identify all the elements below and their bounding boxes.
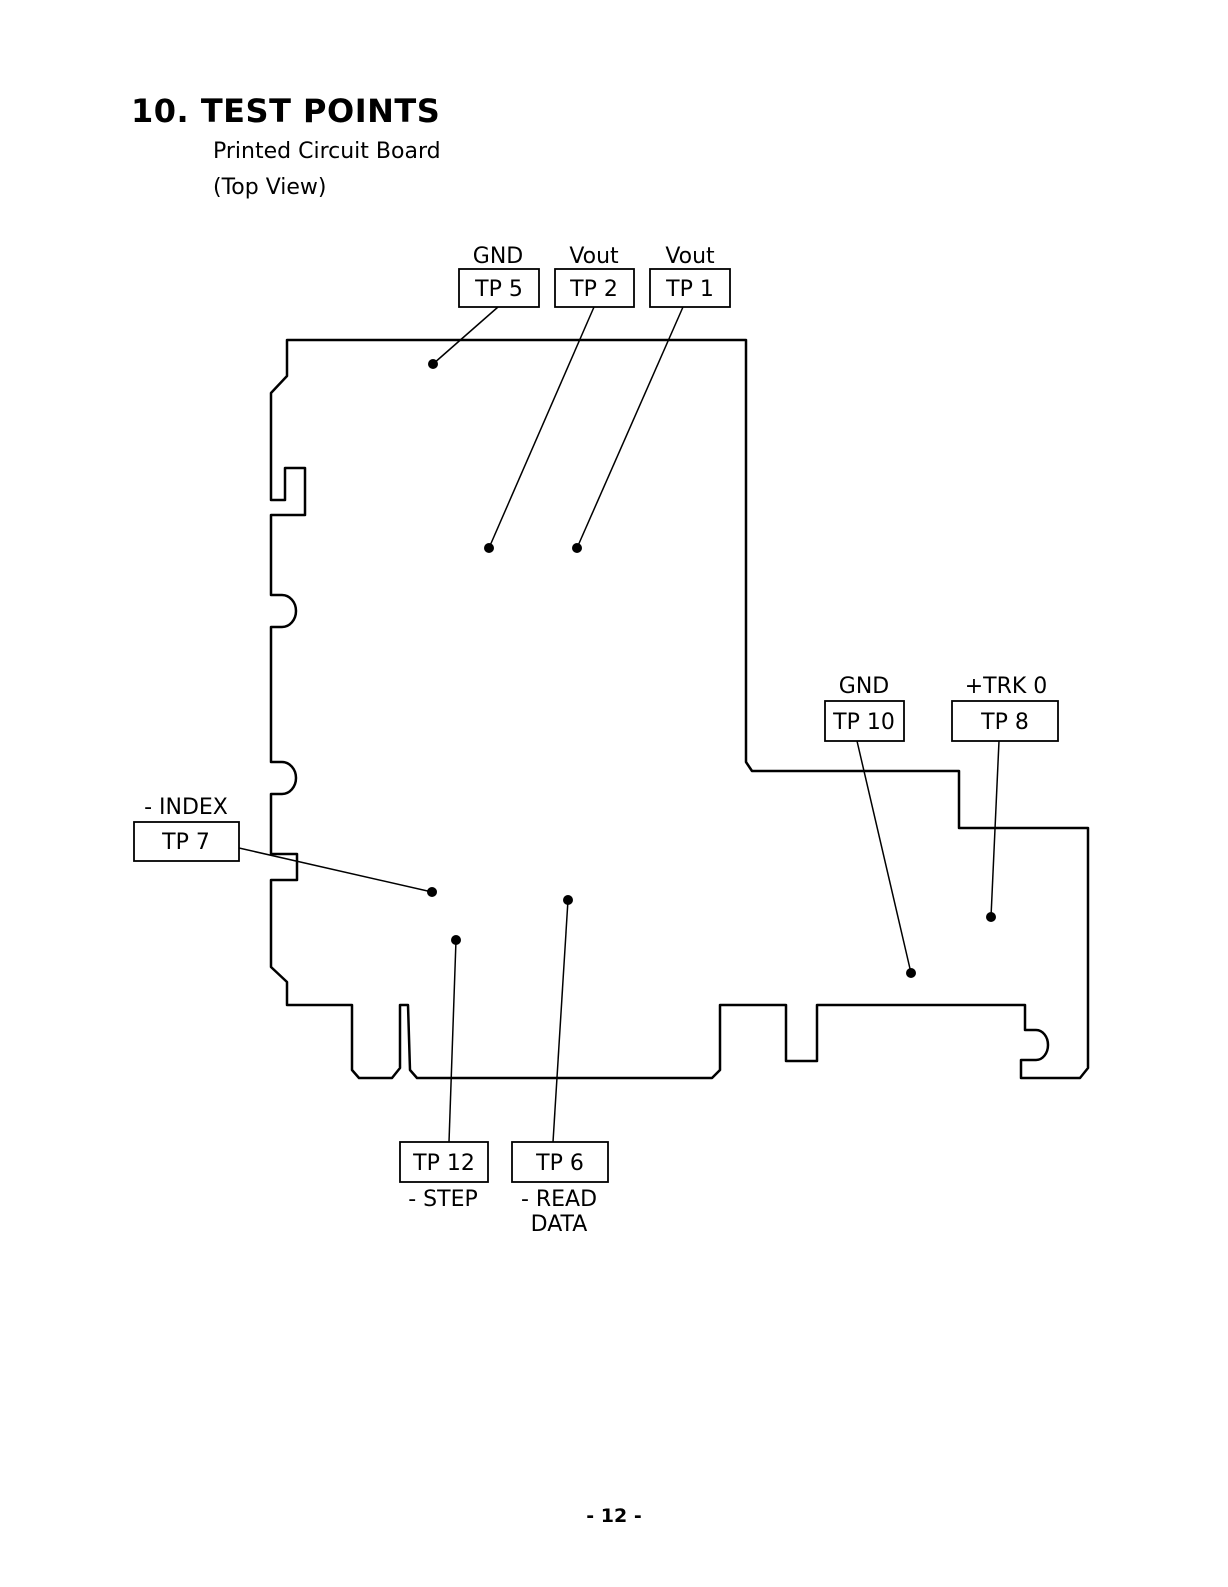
tp5-label: TP 5 — [474, 277, 523, 302]
tp8-point — [986, 912, 996, 922]
test-point-tp8: +TRK 0 TP 8 — [952, 674, 1058, 922]
tp6-label: TP 6 — [535, 1151, 584, 1176]
tp7-point — [427, 887, 437, 897]
test-point-tp6: TP 6 - READ DATA — [512, 895, 608, 1237]
tp6-leader-line — [553, 900, 568, 1142]
tp7-leader-line — [239, 848, 432, 892]
page-number: - 12 - — [0, 1505, 1228, 1527]
test-point-tp10: GND TP 10 — [825, 674, 916, 978]
test-point-tp7: - INDEX TP 7 — [134, 795, 437, 897]
tp2-label: TP 2 — [569, 277, 618, 302]
tp5-leader-line — [433, 307, 498, 364]
tp8-signal-label: +TRK 0 — [965, 674, 1048, 699]
tp5-signal-label: GND — [473, 244, 523, 269]
test-point-tp5: GND TP 5 — [428, 244, 539, 369]
tp7-label: TP 7 — [161, 830, 210, 855]
tp10-label: TP 10 — [832, 710, 895, 735]
tp2-leader-line — [489, 307, 594, 548]
tp8-label: TP 8 — [980, 710, 1029, 735]
tp10-signal-label: GND — [839, 674, 889, 699]
tp6-signal-label-line2: DATA — [531, 1212, 588, 1237]
tp10-point — [906, 968, 916, 978]
tp12-leader-line — [449, 940, 456, 1142]
tp2-point — [484, 543, 494, 553]
tp7-signal-label: - INDEX — [144, 795, 228, 820]
tp1-label: TP 1 — [665, 277, 714, 302]
tp2-signal-label: Vout — [569, 244, 619, 269]
tp12-label: TP 12 — [412, 1151, 475, 1176]
tp1-point — [572, 543, 582, 553]
tp6-signal-label: - READ — [521, 1187, 597, 1212]
tp10-leader-line — [857, 741, 911, 973]
tp1-leader-line — [577, 307, 683, 548]
tp12-signal-label: - STEP — [408, 1187, 478, 1212]
tp5-point — [428, 359, 438, 369]
tp1-signal-label: Vout — [665, 244, 715, 269]
